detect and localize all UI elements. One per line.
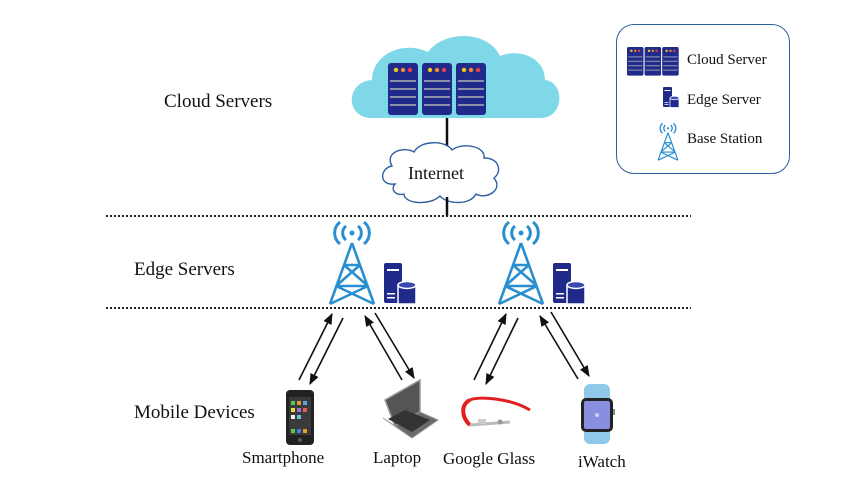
edge-server-icon [383,262,417,305]
legend-label-cloud-server: Cloud Server [687,52,767,68]
base-station-icon [497,220,545,306]
device-label-iwatch: iWatch [578,452,626,471]
internet-label: Internet [408,163,464,183]
device-label-laptop: Laptop [373,448,422,467]
smartphone-uplink-arrow [298,312,333,381]
device-label-google-glass: Google Glass [443,449,536,468]
legend-label-edge-server: Edge Server [687,92,761,108]
smartwatch-icon [581,384,615,444]
edge-server-icon [552,262,586,305]
uplink-arrows [298,311,590,386]
watch-uplink-arrow [539,315,579,380]
tier-label-cloud: Cloud Servers [164,91,273,112]
glass-downlink-arrow [485,317,519,386]
cloud-shape [351,35,560,118]
tier-label-mobile: Mobile Devices [134,402,255,423]
smartphone-downlink-arrow [309,317,344,386]
cloud-server-icon [388,63,486,115]
tier-label-edge: Edge Servers [134,259,235,280]
laptop-downlink-arrow [374,312,415,379]
smartphone-icon [286,390,314,445]
google-glass-icon [461,396,531,427]
legend [616,24,790,174]
legend-label-base-station: Base Station [687,131,763,147]
watch-downlink-arrow [550,311,590,377]
base-station-icon [328,220,376,306]
internet-cloud-icon [381,142,500,204]
laptop-icon [382,378,440,439]
glass-uplink-arrow [473,312,507,381]
device-label-smartphone: Smartphone [242,448,325,467]
laptop-uplink-arrow [364,315,403,381]
